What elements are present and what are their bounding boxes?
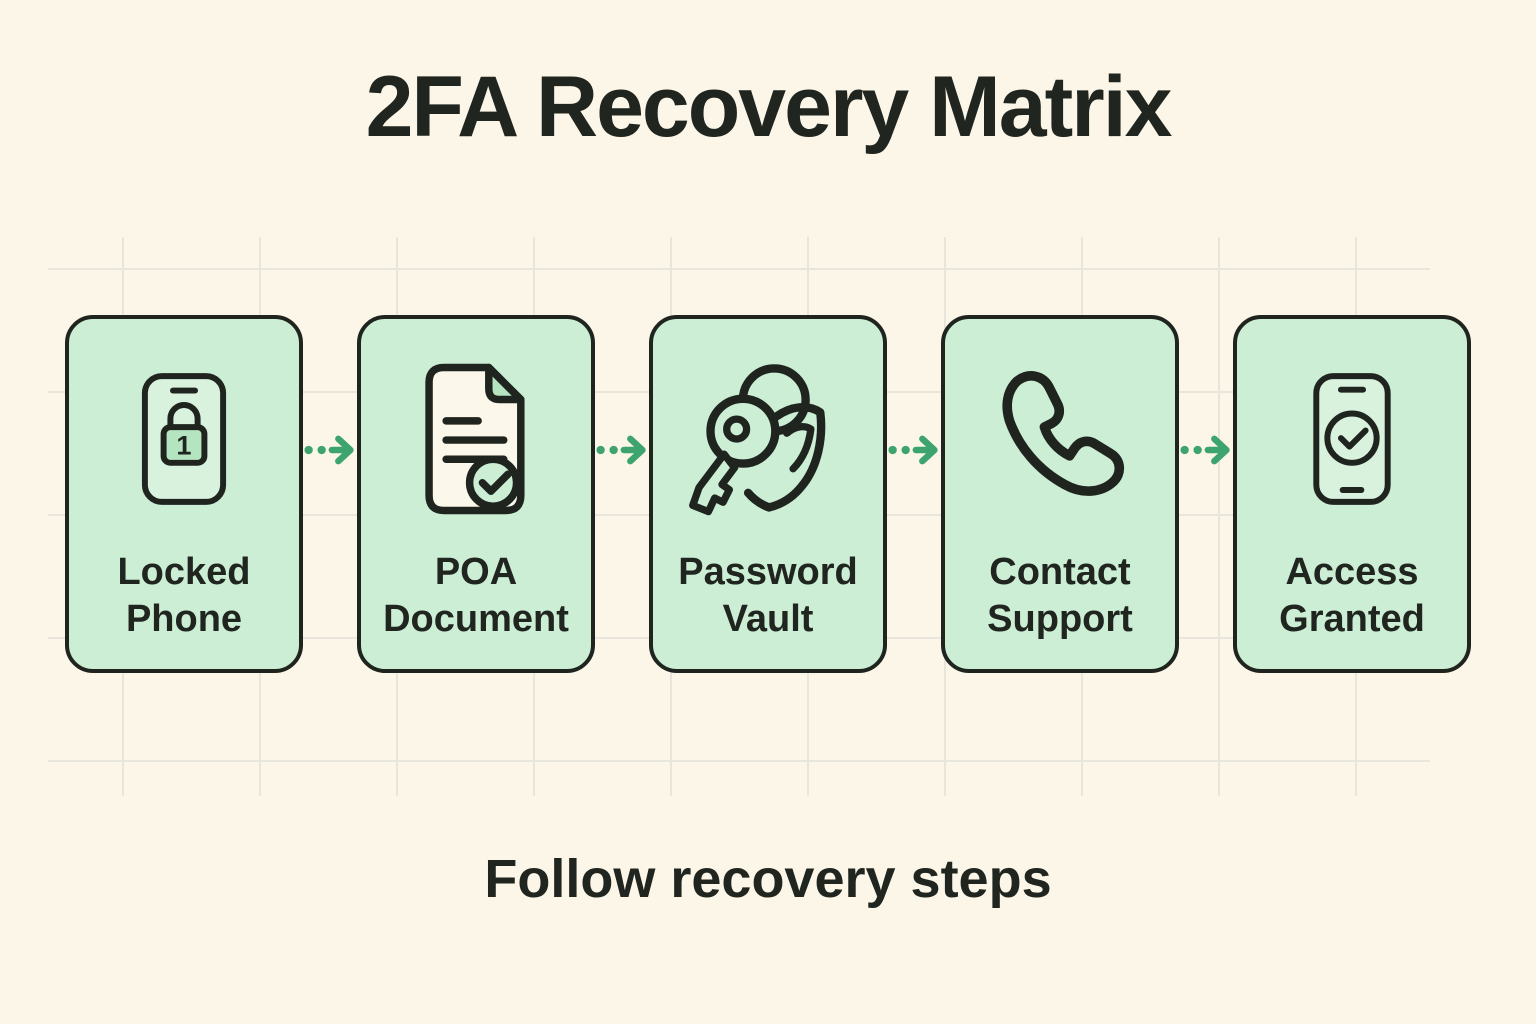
step-card-access-granted: Access Granted [1233,315,1471,673]
page-title: 2FA Recovery Matrix [365,59,1173,155]
step-card-contact-support: Contact Support [941,315,1179,673]
step-label-locked-phone: Locked Phone [117,550,251,640]
step-label-password-vault: Password Vault [678,550,858,640]
flow-arrow-icon [887,432,941,468]
lock-badge: 1 [176,429,191,460]
step-card-poa-document: POA Document [357,315,595,673]
step-card-locked-phone: 1 Locked Phone [65,315,303,673]
step-label-contact-support: Contact Support [987,550,1133,640]
step-card-password-vault: Password Vault [649,315,887,673]
recovery-steps-row: 1 Locked Phone [0,315,1536,673]
flow-arrow-icon [1179,432,1233,468]
flow-arrow-icon [303,432,357,468]
locked-phone-icon: 1 [69,319,299,549]
poa-document-icon [361,319,591,549]
step-label-poa-document: POA Document [383,550,569,640]
phone-check-icon [1237,319,1467,549]
subtitle: Follow recovery steps [484,849,1052,909]
flow-arrow-icon [595,432,649,468]
step-label-access-granted: Access Granted [1279,550,1425,640]
key-shield-icon [653,319,883,549]
phone-handset-icon [945,319,1175,549]
